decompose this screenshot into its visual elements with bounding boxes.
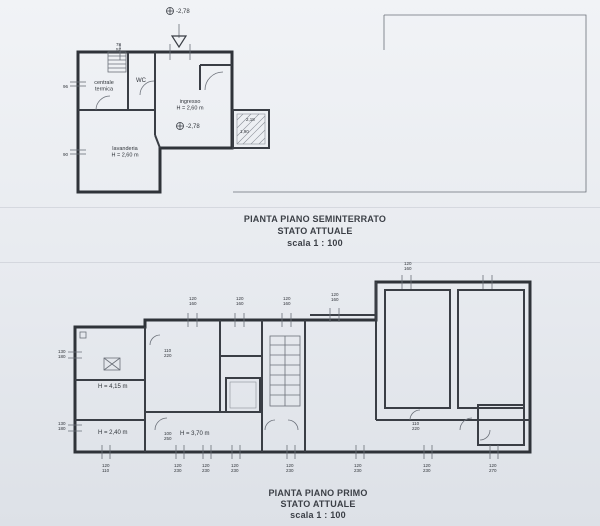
paper-fold-line: [0, 207, 600, 208]
first-floor-plan: [68, 275, 532, 459]
outdoor-area-outline: [233, 14, 587, 193]
window-marks-left: [68, 351, 82, 432]
elevation-marker-icon: [166, 7, 174, 15]
door-arc: [204, 71, 224, 91]
paper-fold-line: [0, 262, 600, 263]
first-floor-scale: scala 1 : 100: [290, 510, 346, 520]
door-arc: [287, 419, 299, 431]
room-large-1: [384, 289, 451, 409]
door-arc: [409, 409, 421, 421]
door-arc: [139, 80, 155, 96]
window-marks-bottom: [101, 445, 499, 459]
first-floor-title: PIANTA PIANO PRIMO: [268, 488, 368, 498]
elevator-core-inner: [229, 381, 257, 409]
first-floor-title-block: PIANTA PIANO PRIMO STATO ATTUALE scala 1…: [258, 488, 378, 520]
door-arc: [264, 419, 276, 431]
stair-width-label: 2,18: [246, 117, 255, 122]
door-arc: [95, 95, 111, 111]
dim-left-label: 96: [63, 84, 69, 89]
shaft-cross: [103, 357, 121, 371]
room-height-label: H = 2,40 m: [98, 430, 128, 436]
elevation-marker-icon: [176, 122, 184, 130]
first-floor-outline: [73, 280, 532, 454]
stair-height-label: 1,90: [240, 129, 249, 134]
elevation-top-label: -2,78: [176, 9, 190, 15]
basement-plan: [70, 7, 587, 194]
stair-block: [232, 109, 270, 149]
window-marks-top: [187, 275, 493, 327]
door-arc: [154, 417, 168, 431]
room-height-label: H = 4,15 m: [98, 384, 128, 390]
first-floor-subtitle: STATO ATTUALE: [280, 499, 356, 509]
basement-scale: scala 1 : 100: [287, 238, 343, 248]
wall-ingresso-corner: [154, 134, 161, 149]
shaft-mark: [103, 357, 121, 371]
basement-title-block: PIANTA PIANO SEMINTERRATO STATO ATTUALE …: [230, 214, 400, 248]
elevation-ingresso-label: -2,78: [186, 124, 200, 130]
chimney-mark: [79, 331, 87, 339]
basement-subtitle: STATO ATTUALE: [277, 226, 353, 236]
door-arc: [459, 417, 473, 431]
basement-title: PIANTA PIANO SEMINTERRATO: [243, 214, 387, 224]
stair-steps: [107, 51, 127, 73]
room-height-label: H = 3,70 m: [180, 431, 210, 437]
room-large-2: [457, 289, 525, 409]
elevator-core: [225, 377, 261, 413]
stair-steps: [108, 55, 126, 69]
door-arc: [149, 334, 161, 346]
stair-hatch: [236, 113, 266, 145]
dim-left-label: 90: [63, 152, 69, 157]
entrance-arrow-icon: [170, 35, 188, 49]
small-bath: [477, 404, 525, 446]
room-wc-label: WC: [136, 78, 147, 84]
door-arc: [479, 429, 491, 441]
